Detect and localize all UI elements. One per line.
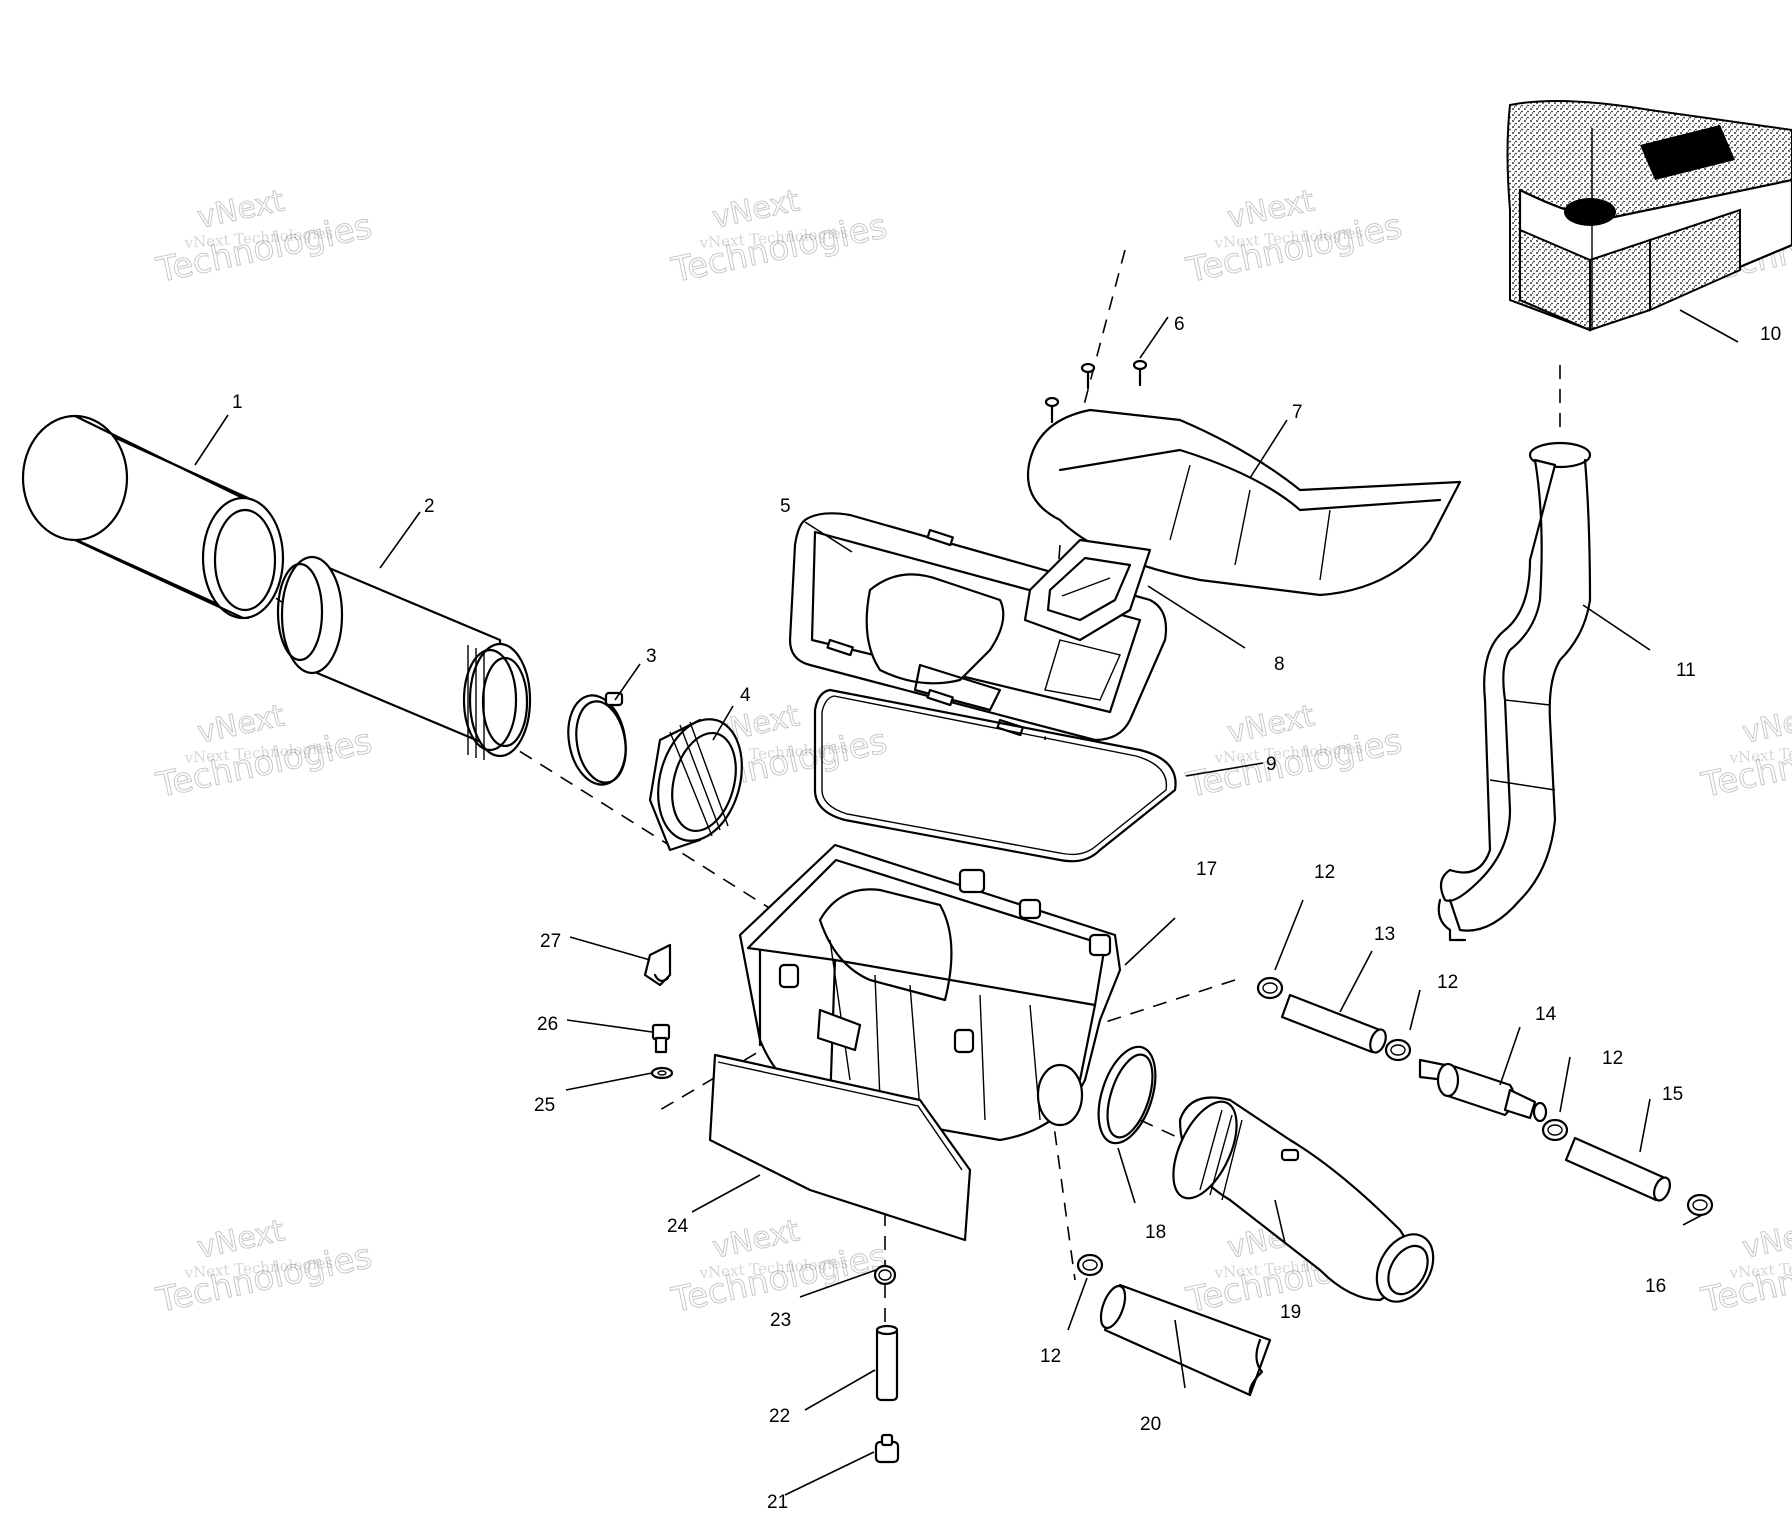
box-latch (1088, 933, 1112, 957)
small-clamp (1076, 1253, 1104, 1277)
callout-20: 20 (1140, 1414, 1161, 1435)
part-8-duct-gasket (1023, 538, 1152, 642)
callout-27: 27 (540, 931, 561, 952)
callout-10: 10 (1760, 324, 1781, 345)
part-25-washer (650, 1066, 674, 1080)
part-12-clamps (1076, 976, 1714, 1277)
callout-25: 25 (534, 1095, 555, 1116)
part-3-hose-clamp (567, 691, 627, 786)
callout-16: 16 (1645, 1276, 1666, 1297)
part-27-clip (643, 943, 672, 987)
callout-12-upper: 12 (1314, 862, 1335, 883)
callout-17: 17 (1196, 859, 1217, 880)
watermark: vNext vNext Technologies Technologies (1182, 698, 1406, 807)
crankcase-hose-axis-line (1049, 979, 1236, 1041)
part-2-air-filter (276, 555, 532, 760)
part-9-box-seal (813, 688, 1177, 863)
callout-5: 5 (780, 496, 791, 517)
part-22-drain-tube (875, 1324, 899, 1402)
part-20-lower-hose (1099, 1283, 1272, 1397)
part-4-filter-adapter (648, 718, 743, 852)
callout-24: 24 (667, 1216, 689, 1237)
part-14-inline-filter (1418, 1058, 1548, 1123)
callout-8: 8 (1274, 654, 1285, 675)
callout-19: 19 (1280, 1302, 1301, 1323)
callout-labels: 1 2 3 4 5 6 7 8 9 10 11 12 12 12 12 13 1… (232, 314, 1781, 1513)
watermark: vNext vNext Technologies Technologies (152, 698, 376, 807)
callout-12-right: 12 (1602, 1048, 1623, 1069)
part-11-vent-tube (1437, 441, 1592, 942)
callout-15: 15 (1662, 1084, 1683, 1105)
callout-7: 7 (1292, 402, 1303, 423)
screw (1132, 359, 1148, 387)
part-23-drain-clamp (873, 1264, 897, 1286)
part-18-o-ring (1097, 1045, 1157, 1145)
callout-2: 2 (424, 496, 435, 517)
box-latch (958, 868, 986, 894)
svg-text:vNext: vNext (1739, 698, 1792, 751)
callout-3: 3 (646, 646, 657, 667)
small-clamp (1256, 976, 1284, 1000)
part-19-outlet-boot (1172, 1096, 1435, 1303)
callout-14: 14 (1535, 1004, 1557, 1025)
callout-4: 4 (740, 685, 751, 706)
callout-13: 13 (1374, 924, 1395, 945)
callout-11: 11 (1676, 660, 1696, 681)
part-24-shield-panel (708, 1053, 972, 1242)
callout-12-lower: 12 (1040, 1346, 1061, 1367)
callout-12-middle: 12 (1437, 972, 1458, 993)
box-latch (953, 1028, 975, 1054)
box-latch (1018, 898, 1042, 920)
small-clamp (1686, 1193, 1714, 1217)
watermark: vNext vNext Technologies Technologies (667, 183, 891, 292)
part-15-hose (1564, 1136, 1671, 1202)
callout-21: 21 (767, 1492, 788, 1513)
vent-tube-axis-line (1079, 249, 1126, 421)
svg-text:vNext: vNext (1739, 1213, 1792, 1266)
box-latch (778, 963, 800, 989)
callout-22: 22 (769, 1406, 790, 1427)
watermark: vNext vNext Technologies Technologies (1182, 183, 1406, 292)
watermark: vNext vNext Technologies Technologies (152, 183, 376, 292)
watermark: vNext vNext Technologies Technologies (1697, 698, 1792, 807)
part-10-foam-block (1506, 100, 1792, 332)
part-13-breather-hose (1280, 993, 1387, 1054)
small-clamp (1541, 1118, 1569, 1142)
callout-1: 1 (232, 392, 243, 413)
screw (1044, 396, 1060, 424)
watermark: vNext vNext Technologies Technologies (667, 1213, 891, 1322)
leader-lines (194, 309, 1739, 1496)
callout-23: 23 (770, 1310, 791, 1331)
callout-9: 9 (1266, 754, 1277, 775)
callout-18: 18 (1145, 1222, 1166, 1243)
part-1-pre-filter (21, 414, 285, 620)
callout-6: 6 (1174, 314, 1185, 335)
callout-26: 26 (537, 1014, 558, 1035)
watermark: vNext vNext Technologies Technologies (1697, 1213, 1792, 1322)
part-21-drain-plug (874, 1433, 900, 1464)
watermark: vNext vNext Technologies Technologies (152, 1213, 376, 1322)
small-clamp (1384, 1038, 1412, 1062)
part-17-air-box-base (738, 843, 1122, 1142)
part-26-bolt (651, 1023, 671, 1054)
screw (1080, 362, 1096, 390)
watermark-layer: vNext vNext Technologies Technologies vN… (152, 183, 1792, 1322)
